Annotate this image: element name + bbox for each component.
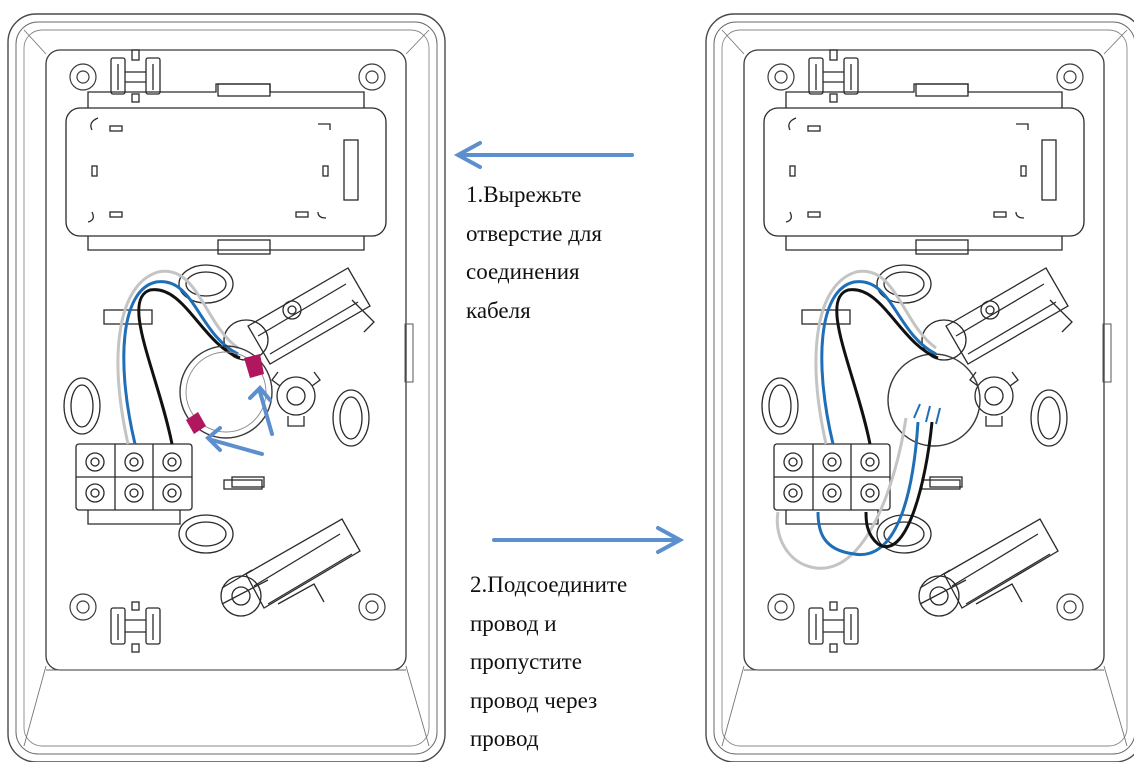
black-wire (137, 288, 241, 445)
step-2-line: провод (470, 726, 539, 751)
blue-wire-through (816, 421, 920, 556)
step-2-line: 2.Подсоедините (470, 572, 628, 597)
junction-box-after-icon (705, 13, 1134, 762)
step-2-caption: 2.Подсоедините провод и пропустите прово… (470, 566, 690, 759)
step-1-line: 1.Вырежьте (466, 182, 582, 207)
cutout-circle (179, 345, 273, 439)
arrow-right-icon (492, 526, 685, 554)
junction-box-before-icon (7, 13, 446, 762)
cut-arrows-icon (205, 385, 274, 456)
step-1-line: соединения (466, 259, 580, 284)
black-wire-through (864, 421, 934, 548)
arrow-left-icon (453, 141, 634, 169)
step-1-line: кабеля (466, 297, 531, 323)
gray-wire (116, 269, 239, 445)
blue-wire (820, 280, 937, 445)
step-2-line: пропустите (470, 649, 582, 674)
cut-mark-icon (244, 354, 264, 378)
step-2-line: провод и (470, 610, 557, 636)
step-1-line: отверстие для (466, 220, 602, 246)
step-2-line: провод через (470, 687, 598, 713)
black-wire (835, 288, 939, 445)
cut-hole (887, 353, 981, 447)
blue-wire (122, 280, 239, 445)
cut-mark-icon (186, 412, 206, 434)
gray-wire-through (775, 417, 908, 570)
step-1-caption: 1.Вырежьте отверстие для соединения кабе… (466, 176, 666, 330)
gray-wire (814, 269, 937, 445)
